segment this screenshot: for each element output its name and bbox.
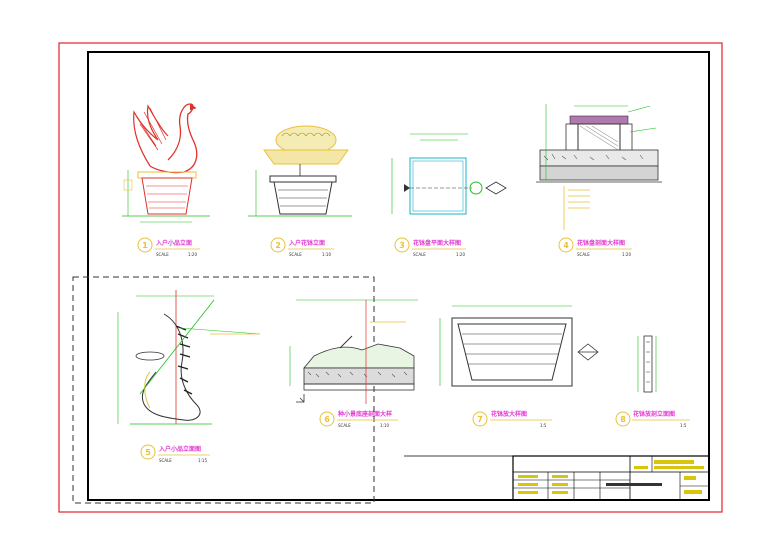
detail-3-caption: 3 花钵盘平面大样图 SCALE 1:20 xyxy=(394,237,466,257)
detail-2-title: 入户花钵立面 xyxy=(288,239,325,247)
detail-2-scale: 1:10 xyxy=(322,252,331,257)
detail-6-title: 种小景底座剖面大样 xyxy=(337,410,392,418)
detail-3-plan xyxy=(391,133,507,215)
detail-8-title: 花钵放剖立面图 xyxy=(633,410,675,418)
detail-7-caption: 7 花钵放大样图 1:5 xyxy=(472,410,552,428)
detail-7-title: 花钵放大样图 xyxy=(491,410,527,418)
detail-6-number: 6 xyxy=(324,415,330,424)
detail-5-title: 入户小品立面图 xyxy=(158,445,201,453)
detail-1-scale-label: SCALE xyxy=(156,252,169,257)
detail-5-scale: 1:15 xyxy=(198,458,207,463)
detail-4-caption: 4 花钵盘剖面大样图 SCALE 1:20 xyxy=(558,237,632,257)
detail-5-caption: 5 入户小品立面图 SCALE 1:15 xyxy=(140,444,210,463)
detail-2-caption: 2 入户花钵立面 SCALE 1:10 xyxy=(270,237,334,257)
detail-8-caption: 8 花钵放剖立面图 1:5 xyxy=(615,410,690,428)
detail-2-flower-bowl-elevation xyxy=(248,125,352,217)
detail-3-scale: 1:20 xyxy=(456,252,465,257)
detail-4-title: 花钵盘剖面大样图 xyxy=(577,239,625,247)
detail-4-section xyxy=(536,104,662,230)
detail-5-sculpture-elevation xyxy=(117,290,261,425)
outer-sheet-border xyxy=(58,42,723,513)
detail-2-number: 2 xyxy=(275,241,281,250)
detail-5-number: 5 xyxy=(145,448,151,457)
detail-6-base-section xyxy=(289,299,418,404)
detail-7-enlarged-detail xyxy=(439,305,599,387)
detail-1-scale: 1:20 xyxy=(188,252,197,257)
detail-8-number: 8 xyxy=(620,415,626,424)
detail-2-scale-label: SCALE xyxy=(289,252,302,257)
detail-8-scale: 1:5 xyxy=(680,423,687,428)
drawing-frame xyxy=(87,51,710,501)
detail-7-scale: 1:5 xyxy=(540,423,547,428)
detail-3-number: 3 xyxy=(399,241,405,250)
detail-1-swan-elevation xyxy=(122,103,210,223)
detail-4-scale-label: SCALE xyxy=(577,252,590,257)
detail-3-title: 花钵盘平面大样图 xyxy=(413,239,461,247)
detail-6-scale: 1:10 xyxy=(380,423,389,428)
title-block xyxy=(512,455,710,501)
detail-1-caption: 1 入户小品立面 SCALE 1:20 xyxy=(137,237,200,257)
detail-6-caption: 6 种小景底座剖面大样 SCALE 1:10 xyxy=(319,410,398,428)
detail-3-scale-label: SCALE xyxy=(413,252,426,257)
detail-1-title: 入户小品立面 xyxy=(155,239,192,247)
detail-1-number: 1 xyxy=(142,241,148,250)
detail-7-number: 7 xyxy=(477,415,483,424)
detail-5-scale-label: SCALE xyxy=(159,458,172,463)
detail-4-number: 4 xyxy=(563,241,569,250)
detail-4-scale: 1:20 xyxy=(622,252,631,257)
detail-6-scale-label: SCALE xyxy=(338,423,351,428)
detail-8-section-elevation xyxy=(637,335,657,393)
